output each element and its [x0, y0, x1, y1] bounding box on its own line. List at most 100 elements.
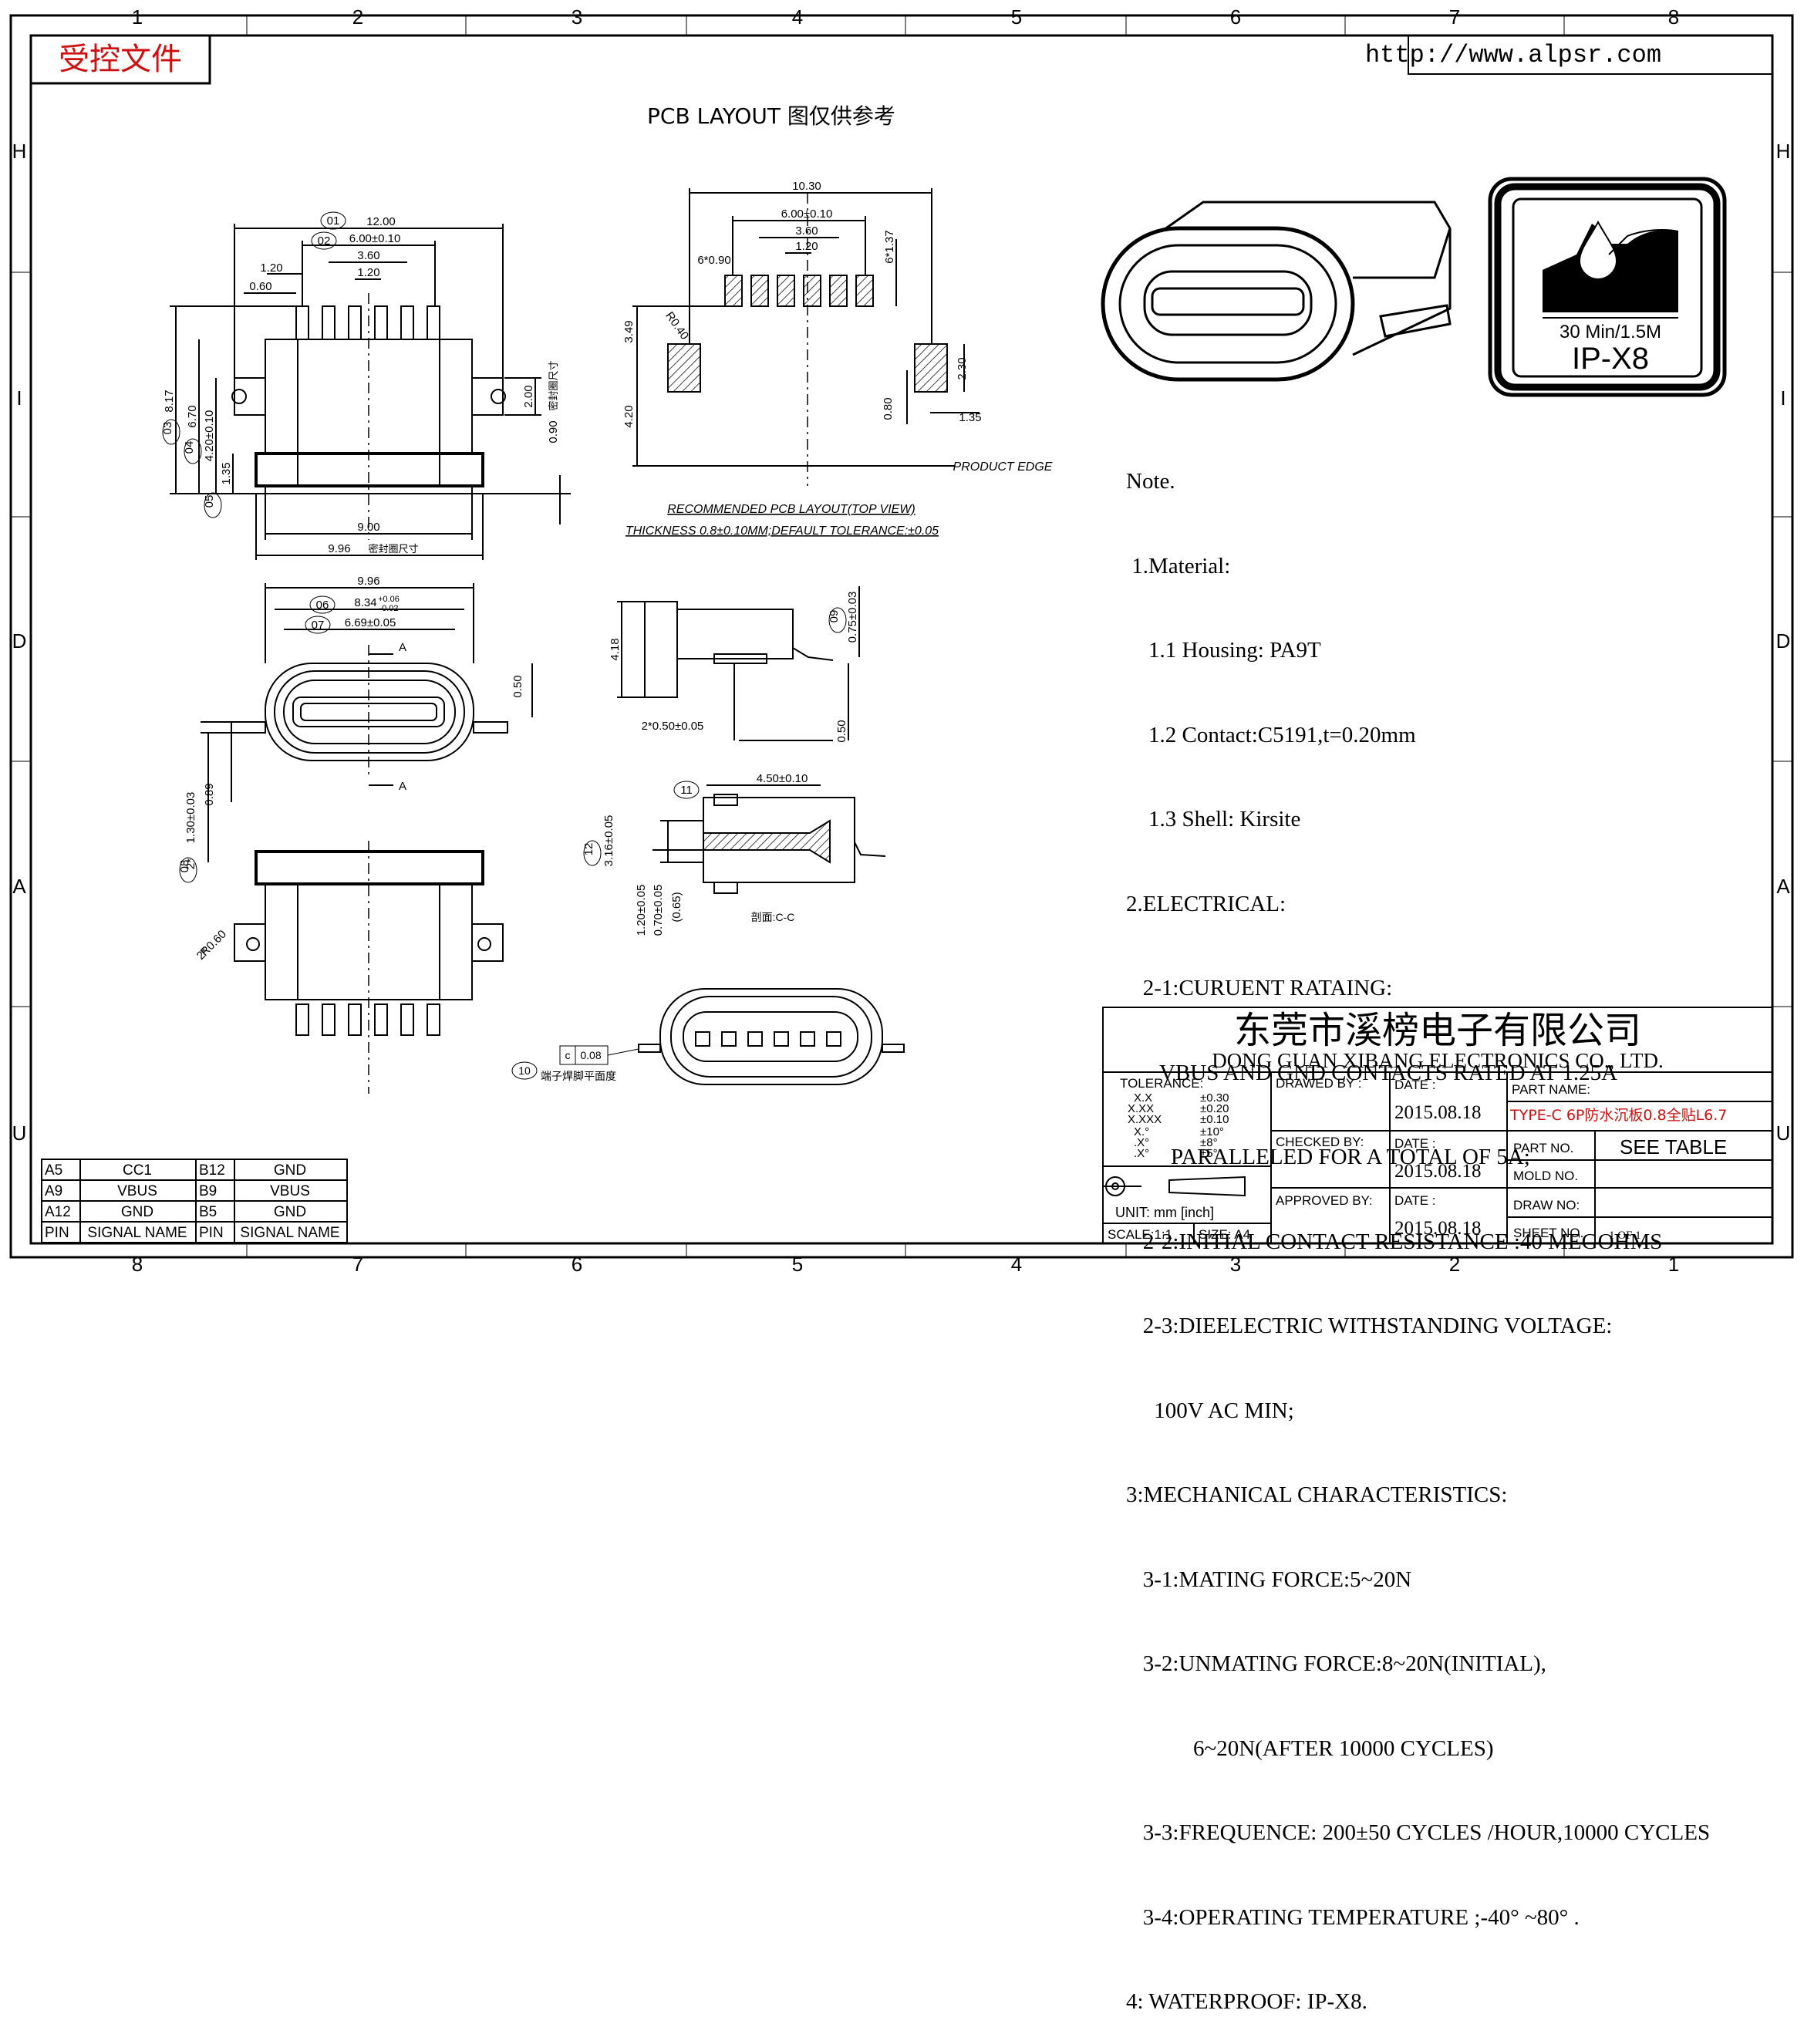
dim-text: 9.96 — [357, 575, 379, 588]
pin-cell: VBUS — [270, 1183, 310, 1199]
approved-date: 2015.08.18 — [1394, 1218, 1482, 1239]
balloon: 04 — [183, 441, 196, 454]
balloon: 10 — [518, 1064, 531, 1077]
col-label-top: 5 — [1011, 5, 1022, 29]
dim-text: 2.00 — [522, 385, 535, 407]
dim-text: 4.18 — [609, 638, 622, 660]
row-label: H — [12, 140, 27, 163]
dim-text: 4.20±0.10 — [203, 410, 216, 462]
dim-text: 0.90 — [547, 420, 560, 443]
col-label-bottom: 3 — [1230, 1253, 1241, 1275]
note-line: Note. — [1126, 469, 1175, 494]
bottom-view — [234, 841, 504, 1094]
pin-cell: B12 — [199, 1162, 225, 1179]
dim-text: 1.35 — [220, 462, 233, 484]
col-label-bottom: 2 — [1449, 1253, 1460, 1275]
note-line: 3-1:MATING FORCE:5~20N — [1126, 1567, 1412, 1592]
pcb-caption: THICKNESS 0.8±0.10MM;DEFAULT TOLERANCE:±… — [625, 524, 939, 538]
top-view-pins — [295, 305, 440, 340]
dim-text: 0.70±0.05 — [652, 885, 665, 936]
part-no-value: SEE TABLE — [1620, 1135, 1727, 1159]
title-block — [1102, 1007, 1773, 1244]
tol-key: .X° — [1134, 1136, 1149, 1149]
flatness-callout: c 0.08 10 端子焊脚平面度 — [511, 1045, 639, 1082]
part-name-label: PART NAME: — [1512, 1082, 1590, 1097]
col-label-top: 1 — [132, 5, 143, 29]
note-line: 2-1:CURUENT RATAING: — [1126, 976, 1393, 1000]
pin-cell: GND — [274, 1204, 306, 1220]
dim-text: 3.60 — [795, 224, 818, 238]
section-marker: A — [399, 780, 406, 793]
flatness-note: 端子焊脚平面度 — [541, 1070, 616, 1082]
balloon: 01 — [327, 214, 340, 228]
dim-text: 0.89 — [203, 783, 216, 805]
dim-text: 0.80 — [882, 397, 895, 420]
note-line: 6~20N(AFTER 10000 CYCLES) — [1126, 1735, 1494, 1761]
note-line: PARALLELED FOR A TOTAL OF 5A; — [1126, 1145, 1530, 1169]
row-label: A — [12, 875, 26, 898]
part-no-label: PART NO. — [1513, 1141, 1573, 1155]
note-line: VBUS AND GND CONTACTS RATED AT 1.25A — [1126, 1060, 1618, 1085]
icon-line2: IP-X8 — [1572, 342, 1649, 376]
dim-text: 6.70 — [186, 405, 199, 427]
top-view-dims: 12.00 6.00±0.10 3.60 1.20 1.20 0.60 8.17… — [163, 215, 560, 555]
tol-value: ±5° — [1200, 1147, 1218, 1160]
dim-text: (0.65) — [670, 892, 683, 922]
section-view — [652, 784, 886, 894]
pin-cell: SIGNAL NAME — [87, 1225, 187, 1241]
col-label-top: 2 — [352, 5, 363, 29]
note-line: 3:MECHANICAL CHARACTERISTICS: — [1126, 1482, 1508, 1507]
pin-cell: A9 — [45, 1183, 62, 1199]
dim-text: 9.96 — [328, 542, 350, 555]
tol-value: ±10° — [1200, 1125, 1224, 1138]
dim-text: 0.50 — [511, 675, 524, 697]
dim-text: 0.60 — [249, 280, 271, 293]
pcb-layout-title: PCB LAYOUT 图仅供参考 — [647, 103, 895, 129]
drawn-date: 2015.08.18 — [1394, 1102, 1482, 1123]
checked-date: 2015.08.18 — [1394, 1161, 1482, 1182]
pin-cell: GND — [274, 1162, 306, 1179]
dim-text: 1.35 — [959, 411, 981, 424]
note-line: 1.1 Housing: PA9T — [1126, 638, 1321, 663]
pin-cell: B5 — [199, 1204, 217, 1220]
website-url: http://www.alpsr.com — [1365, 41, 1661, 69]
pin-cell: A12 — [45, 1204, 71, 1220]
row-label: D — [12, 629, 27, 653]
controlled-doc-box — [29, 34, 211, 85]
tol-value: ±0.10 — [1200, 1113, 1229, 1126]
balloon: 11 — [680, 784, 693, 797]
note-line: 2.ELECTRICAL: — [1126, 891, 1286, 916]
pin-table — [41, 1159, 348, 1243]
dim-text: 2.30 — [956, 357, 969, 379]
title-block-text: 东莞市溪榜电子有限公司 DONG GUAN XIBANG ELECTRONICS… — [1108, 1009, 1727, 1242]
tol-key: X.X — [1134, 1091, 1152, 1105]
tol-key: .X° — [1134, 1147, 1149, 1160]
note-line: 2-2:INITIAL CONTACT RESISTANCE :40 MEGOH… — [1126, 1229, 1663, 1254]
pin-cell: PIN — [45, 1225, 69, 1241]
balloon: 05 — [203, 495, 216, 508]
note-line: 1.3 Shell: Kirsite — [1126, 807, 1301, 831]
balloon: 03 — [161, 422, 174, 435]
dim-text: 3.49 — [622, 320, 636, 342]
dim-text: 6.00±0.10 — [781, 207, 833, 221]
connector-illustration — [1101, 201, 1452, 382]
dim-text: 1.30±0.03 — [184, 792, 197, 844]
dim-text: R0.60 — [198, 928, 229, 959]
col-label-bottom: 6 — [572, 1253, 582, 1275]
row-label: U — [12, 1122, 27, 1145]
col-label-top: 3 — [572, 5, 582, 29]
col-label-bottom: 4 — [1011, 1253, 1022, 1275]
balloon: 06 — [316, 599, 329, 612]
front-view-balloons: 06 07 08 — [178, 595, 336, 883]
pcb-pads — [667, 275, 948, 393]
row-label: H — [1776, 140, 1791, 163]
dim-text: 6*0.90 — [697, 254, 730, 267]
dim-text: 0.50 — [835, 720, 848, 742]
dim-text: R0.40 — [663, 309, 691, 342]
gdt-symbol: c — [565, 1049, 571, 1061]
dim-text: 3.16±0.05 — [602, 815, 615, 867]
col-label-bottom: 1 — [1668, 1253, 1679, 1275]
dim-text: 6.69±0.05 — [345, 616, 396, 629]
dim-text: 1.20 — [795, 240, 818, 253]
pin-cell: PIN — [199, 1225, 224, 1241]
